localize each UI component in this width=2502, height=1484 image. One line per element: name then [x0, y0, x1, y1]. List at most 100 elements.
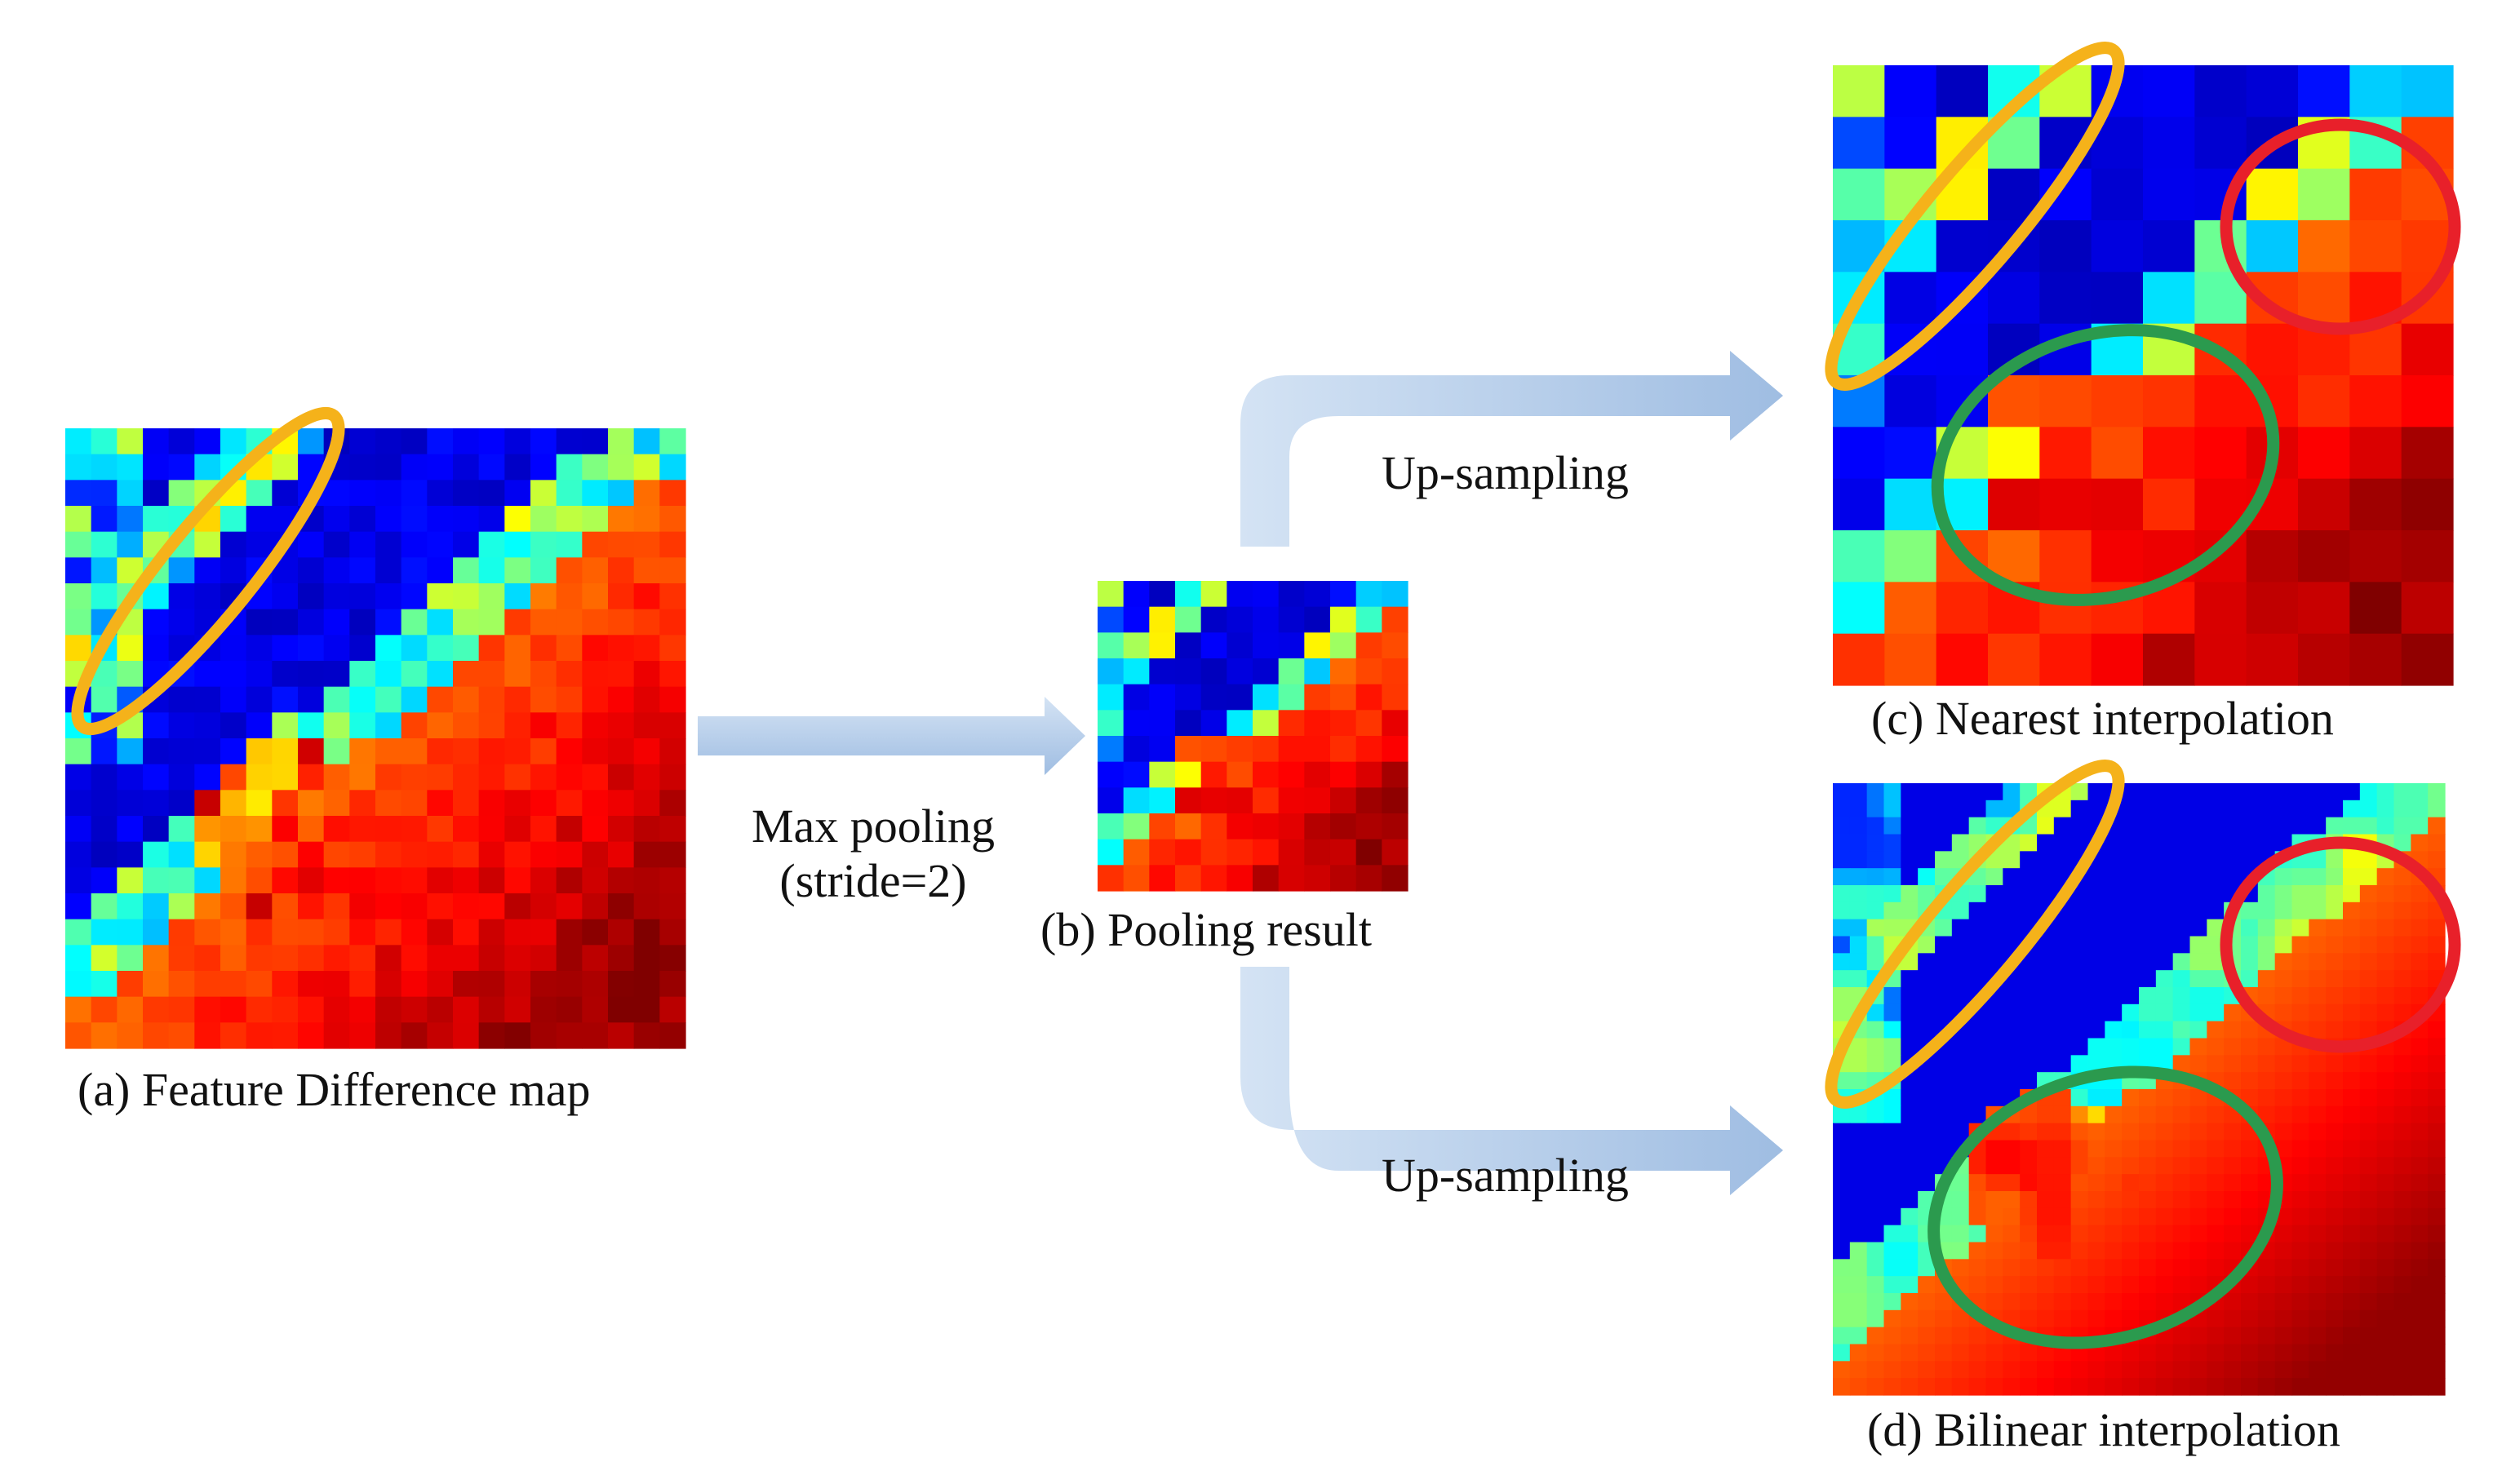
heatmap-cell — [1968, 1259, 1987, 1277]
heatmap-cell — [168, 893, 195, 920]
heatmap-cell — [2189, 783, 2207, 801]
heatmap-cell — [2224, 1207, 2242, 1226]
heatmap-cell — [1968, 1276, 1987, 1294]
heatmap-cell — [2122, 1123, 2140, 1141]
heatmap-cell — [427, 816, 454, 843]
heatmap-cell — [143, 635, 170, 662]
heatmap-cell — [659, 945, 686, 972]
heatmap-cell — [1935, 987, 1953, 1005]
heatmap-cell — [1098, 761, 1125, 788]
heatmap-cell — [2155, 1207, 2174, 1226]
heatmap-cell — [1901, 987, 1919, 1005]
heatmap-cell — [194, 893, 221, 920]
heatmap-cell — [2411, 1327, 2429, 1345]
heatmap-cell — [1849, 1157, 1868, 1175]
heatmap-cell — [2241, 953, 2259, 971]
heatmap-cell — [2172, 834, 2191, 852]
heatmap-cell — [2393, 1344, 2411, 1362]
heatmap-cell — [220, 867, 247, 894]
heatmap-cell — [349, 609, 376, 636]
heatmap-cell — [2172, 783, 2191, 801]
heatmap-cell — [453, 790, 480, 817]
heatmap-cell — [2037, 953, 2055, 971]
heatmap-cell — [1951, 1344, 1970, 1362]
heatmap-cell — [2241, 1140, 2259, 1158]
heatmap-cell — [2309, 953, 2327, 971]
heatmap-cell — [2411, 987, 2429, 1005]
heatmap-cell — [2393, 1259, 2411, 1277]
heatmap-cell — [2326, 1293, 2344, 1311]
heatmap-cell — [2274, 1038, 2293, 1056]
heatmap-cell — [1935, 936, 1953, 954]
heatmap-cell — [220, 531, 247, 558]
heatmap-cell — [2105, 1225, 2123, 1243]
heatmap-cell — [582, 1022, 609, 1049]
heatmap-cell — [608, 971, 635, 998]
heatmap-cell — [1304, 684, 1331, 711]
heatmap-cell — [2376, 1259, 2395, 1277]
heatmap-cell — [2359, 987, 2378, 1005]
heatmap-cell — [633, 557, 660, 584]
heatmap-cell — [2194, 582, 2247, 635]
heatmap-cell — [2241, 1361, 2259, 1379]
heatmap-cell — [272, 1022, 299, 1049]
heatmap-cell — [556, 738, 583, 765]
heatmap-cell — [2359, 1089, 2378, 1107]
heatmap-cell — [2207, 901, 2225, 920]
heatmap-cell — [1849, 1293, 1868, 1311]
heatmap-cell — [2326, 800, 2344, 818]
heatmap-cell — [401, 996, 428, 1023]
heatmap-cell — [1833, 1276, 1851, 1294]
heatmap-cell — [1866, 834, 1885, 852]
heatmap-cell — [1833, 1327, 1851, 1345]
heatmap-cell — [1883, 834, 1901, 852]
heatmap-cell — [1304, 865, 1331, 892]
heatmap-cell — [1918, 1140, 1936, 1158]
heatmap-cell — [2020, 885, 2038, 903]
heatmap-cell — [1833, 953, 1851, 971]
heatmap-cell — [65, 816, 92, 843]
heatmap-cell — [2139, 1089, 2157, 1107]
heatmap-cell — [91, 919, 118, 946]
heatmap-cell — [530, 738, 557, 765]
heatmap-cell — [2053, 1105, 2072, 1124]
heatmap-cell — [504, 893, 531, 920]
heatmap-cell — [2207, 817, 2225, 835]
heatmap-cell — [2224, 1072, 2242, 1090]
heatmap-cell — [2359, 783, 2378, 801]
heatmap-cell — [427, 919, 454, 946]
heatmap-cell — [2037, 1309, 2055, 1328]
heatmap-cell — [2411, 885, 2429, 903]
heatmap-cell — [65, 635, 92, 662]
heatmap-cell — [246, 506, 273, 533]
heatmap-cell — [143, 1022, 170, 1049]
heatmap-cell — [2105, 1378, 2123, 1396]
heatmap-cell — [1985, 1242, 2003, 1260]
heatmap-cell — [1918, 1072, 1936, 1090]
heatmap-cell — [2291, 885, 2309, 903]
heatmap-cell — [2172, 1207, 2191, 1226]
heatmap-cell — [2053, 1003, 2072, 1022]
heatmap-cell — [1883, 800, 1901, 818]
heatmap-cell — [2070, 817, 2089, 835]
heatmap-cell — [1355, 632, 1382, 659]
heatmap-cell — [1382, 787, 1408, 814]
heatmap-cell — [2207, 1174, 2225, 1192]
heatmap-cell — [2257, 1089, 2276, 1107]
heatmap-cell — [2172, 919, 2191, 937]
heatmap-cell — [2207, 885, 2225, 903]
heatmap-cell — [375, 635, 402, 662]
heatmap-cell — [2224, 1242, 2242, 1260]
heatmap-cell — [2393, 1293, 2411, 1311]
heatmap-cell — [1330, 684, 1357, 711]
heatmap-cell — [2189, 1174, 2207, 1192]
heatmap-cell — [1098, 839, 1125, 866]
heatmap-cell — [2411, 1140, 2429, 1158]
heatmap-cell — [298, 661, 325, 688]
heatmap-cell — [1918, 1378, 1936, 1396]
heatmap-cell — [2376, 1293, 2395, 1311]
heatmap-cell — [2309, 987, 2327, 1005]
heatmap-cell — [2401, 375, 2454, 427]
heatmap-cell — [1935, 783, 1953, 801]
heatmap-cell — [1330, 787, 1357, 814]
